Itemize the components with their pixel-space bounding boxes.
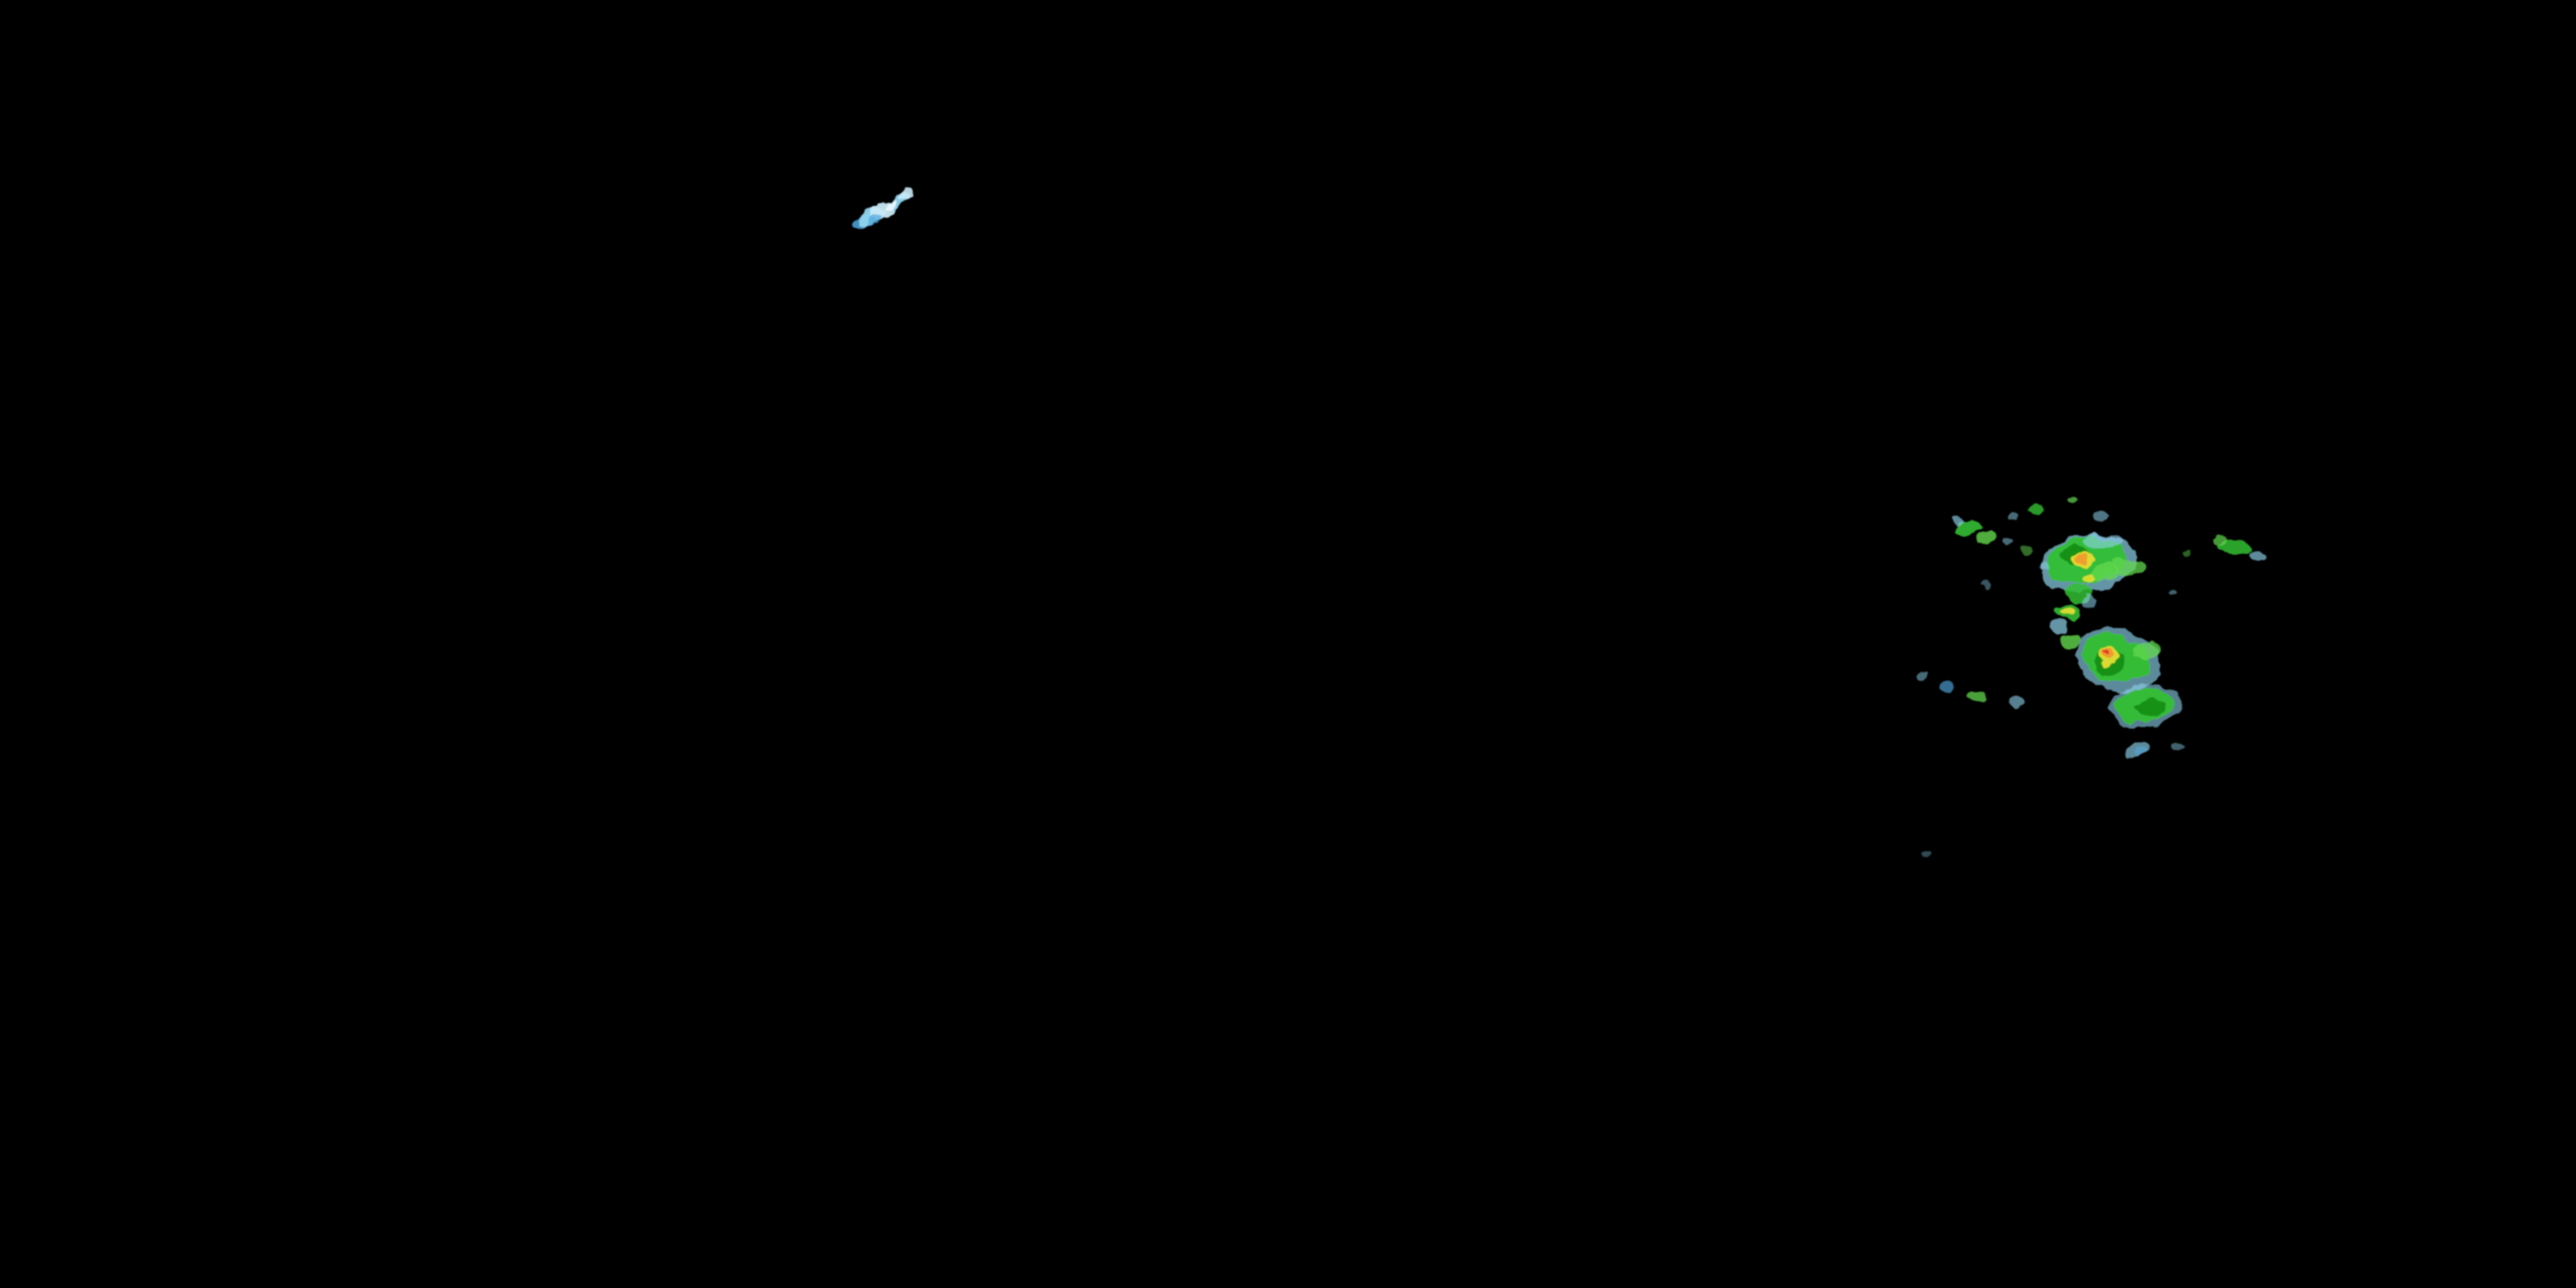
radar-blob-green_lt — [2134, 641, 2160, 659]
radar-blob-green_lt — [2022, 548, 2031, 555]
radar-blob-green_dk — [2136, 700, 2163, 717]
radar-blob-blue_lt — [2002, 539, 2013, 546]
radar-blob-orange — [2077, 554, 2087, 562]
radar-blob-green_lt — [2061, 634, 2081, 647]
radar-blob-green_lt — [2092, 565, 2119, 582]
radar-blob-blue_lt — [1922, 853, 1929, 858]
storm-cluster-east — [1918, 497, 2266, 858]
radar-blob-blue_lt — [1981, 581, 1990, 588]
radar-blob-blue_lt — [2167, 589, 2178, 596]
radar-blob-green_lt — [2182, 547, 2190, 554]
radar-blob-green — [2219, 538, 2253, 556]
radar-blob-blue — [1939, 681, 1956, 691]
radar-blob-yellow — [2061, 607, 2073, 616]
radar-blob-blue_lt — [2049, 621, 2069, 635]
radar-blob-blue_lt — [1952, 517, 1964, 526]
radar-blob-blue — [2134, 746, 2148, 755]
radar-blob-blue_lt — [2008, 513, 2017, 519]
radar-blob-blue_lt — [2081, 596, 2095, 606]
radar-blob-blue_lt — [1918, 672, 1929, 679]
radar-blob-blue_lt — [2040, 564, 2050, 571]
radar-blob-green_lt — [1978, 532, 1996, 542]
radar-blob-blue_lt — [2083, 533, 2121, 549]
radar-blob-green_lt — [2215, 534, 2229, 543]
radar-blob-green — [2030, 506, 2044, 514]
streak-cell-northwest — [848, 190, 914, 230]
radar-blob-green_lt — [1968, 691, 1989, 703]
radar-blob-blue_lt — [2008, 698, 2024, 707]
radar-blob-blue — [866, 214, 882, 224]
radar-blob-blue_lt — [2249, 551, 2266, 562]
radar-blob-green_lt — [2067, 497, 2079, 504]
radar-blob-blue_lt — [2093, 512, 2107, 520]
radar-blob-white_blue — [899, 190, 914, 202]
radar-blob-white — [884, 199, 899, 210]
radar-blob-red — [2102, 652, 2109, 657]
radar-blob-green_lt — [2112, 557, 2143, 576]
radar-blob-yellow — [2082, 573, 2096, 583]
radar-blob-blue_lt — [2172, 742, 2183, 749]
